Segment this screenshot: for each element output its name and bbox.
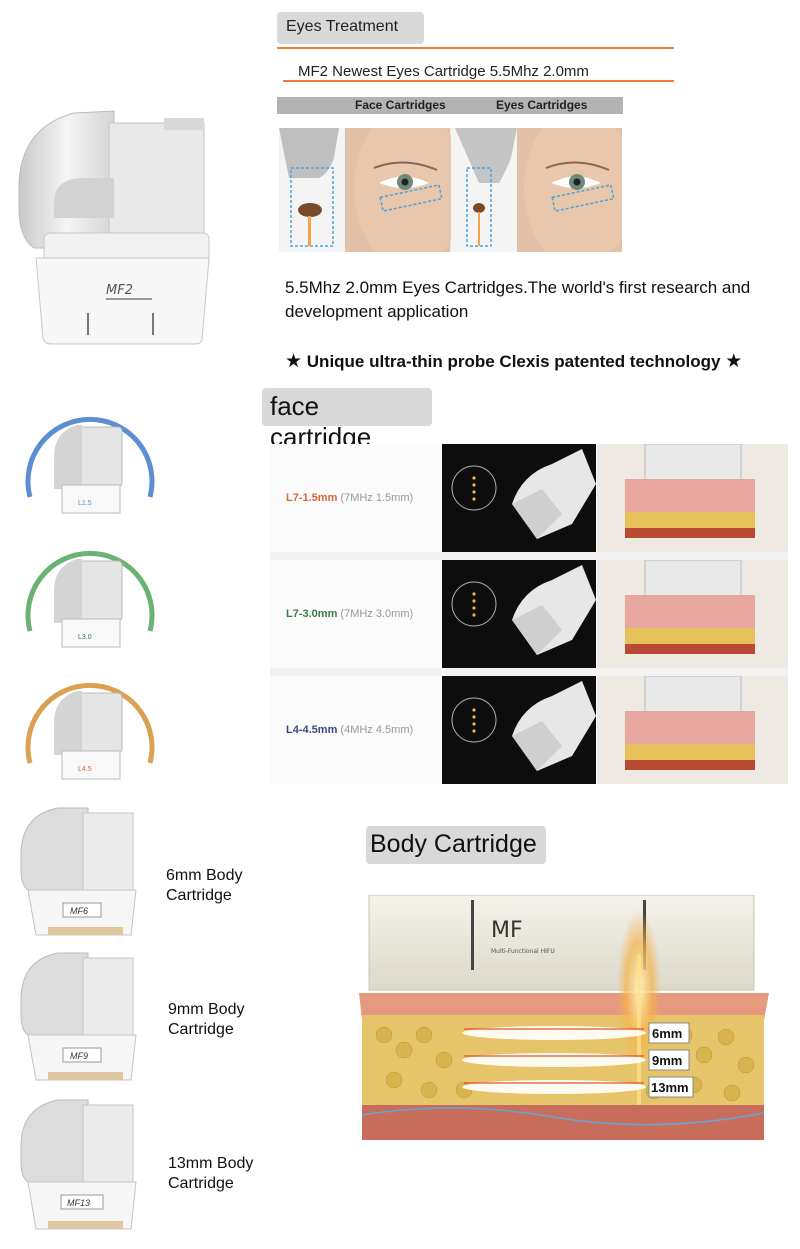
probe-dark-image xyxy=(442,676,596,784)
cartridge-plate-text: L3.0 xyxy=(78,634,92,641)
cartridge-plate-text: MF6 xyxy=(70,906,88,916)
unique-technology-text: Unique ultra-thin probe Clexis patented … xyxy=(306,352,721,371)
device-logo-text: MF xyxy=(491,918,523,943)
cartridge-plate-text: L1.5 xyxy=(78,500,92,507)
probe-dark-image xyxy=(442,560,596,668)
body-cartridge-9mm-image: MF9 xyxy=(20,952,137,1081)
eyes-cartridge-description: 5.5Mhz 2.0mm Eyes Cartridges.The world's… xyxy=(285,278,751,321)
unique-technology-line: ★ Unique ultra-thin probe Clexis patente… xyxy=(285,350,742,373)
cartridge-comparison-image xyxy=(279,128,622,252)
cartridge-frequency: (7MHz 3.0mm) xyxy=(340,608,414,620)
body-cartridge-title: Body Cartridge xyxy=(366,826,546,864)
body-cartridge-depth-illustration: MF Multi-Functional HIFU 6mm 9mm 13mm xyxy=(359,895,769,1140)
body-cartridge-name: 9mm Body xyxy=(168,1001,245,1018)
face-cartridge-row: L7-3.0mm (7MHz 3.0mm) xyxy=(270,560,788,668)
body-cartridge-type: Cartridge xyxy=(166,887,232,904)
device-logo-text: MF2 xyxy=(106,283,133,298)
divider-line xyxy=(277,47,674,49)
face-cartridge-ring-1: L1.5 xyxy=(25,416,155,514)
face-cartridge-title: face cartridge xyxy=(262,388,432,452)
body-cartridge-13mm-label: 13mm Body Cartridge xyxy=(168,1154,253,1194)
device-sub-text: Multi-Functional HIFU xyxy=(491,948,555,955)
eyes-cartridges-label: Eyes Cartridges xyxy=(496,98,588,112)
cartridge-code: L4-4.5mm xyxy=(286,724,338,736)
eyes-cartridge-subtitle: MF2 Newest Eyes Cartridge 5.5Mhz 2.0mm xyxy=(298,63,589,80)
cartridge-frequency: (4MHz 4.5mm) xyxy=(340,724,414,736)
body-cartridge-name: 6mm Body xyxy=(166,867,243,884)
body-cartridge-name: 13mm Body xyxy=(168,1155,254,1172)
body-cartridge-13mm-image: MF13 xyxy=(20,1099,137,1230)
depth-label-9mm: 9mm xyxy=(652,1053,682,1068)
cartridge-code: L7-1.5mm xyxy=(286,492,338,504)
face-cartridges-label: Face Cartridges xyxy=(355,98,446,112)
skin-layer-image xyxy=(597,444,788,552)
face-cartridge-spec: L7-3.0mm (7MHz 3.0mm) xyxy=(286,608,413,620)
mf2-device-image: MF2 xyxy=(18,110,210,345)
cartridge-frequency: (7MHz 1.5mm) xyxy=(340,492,414,504)
star-icon: ★ xyxy=(725,351,743,372)
face-cartridge-spec: L7-1.5mm (7MHz 1.5mm) xyxy=(286,492,413,504)
body-cartridge-6mm-label: 6mm Body Cartridge xyxy=(166,866,242,906)
probe-dark-image xyxy=(442,444,596,552)
body-cartridge-type: Cartridge xyxy=(168,1021,234,1038)
depth-label-13mm: 13mm xyxy=(651,1080,689,1095)
face-cartridge-ring-2: L3.0 xyxy=(25,550,155,648)
body-cartridge-6mm-image: MF6 xyxy=(20,807,137,936)
face-cartridge-ring-3: L4.5 xyxy=(25,682,155,780)
star-icon: ★ xyxy=(285,351,303,372)
cartridge-code: L7-3.0mm xyxy=(286,608,338,620)
skin-layer-image xyxy=(597,560,788,668)
divider-line xyxy=(283,80,674,82)
compare-header-bar: Face Cartridges Eyes Cartridges xyxy=(277,97,623,114)
cartridge-plate-text: MF13 xyxy=(67,1198,90,1208)
skin-layer-image xyxy=(597,676,788,784)
face-cartridge-row: L7-1.5mm (7MHz 1.5mm) xyxy=(270,444,788,552)
body-cartridge-9mm-label: 9mm Body Cartridge xyxy=(168,1000,244,1040)
face-cartridge-row: L4-4.5mm (4MHz 4.5mm) xyxy=(270,676,788,784)
face-cartridge-spec: L4-4.5mm (4MHz 4.5mm) xyxy=(286,724,413,736)
eyes-treatment-title: Eyes Treatment xyxy=(277,12,424,44)
face-cartridge-table: L7-1.5mm (7MHz 1.5mm) L7-3.0mm (7MHz 3.0… xyxy=(270,444,788,784)
cartridge-plate-text: L4.5 xyxy=(78,766,92,773)
body-cartridge-type: Cartridge xyxy=(168,1175,234,1192)
depth-label-6mm: 6mm xyxy=(652,1026,682,1041)
cartridge-plate-text: MF9 xyxy=(70,1051,88,1061)
